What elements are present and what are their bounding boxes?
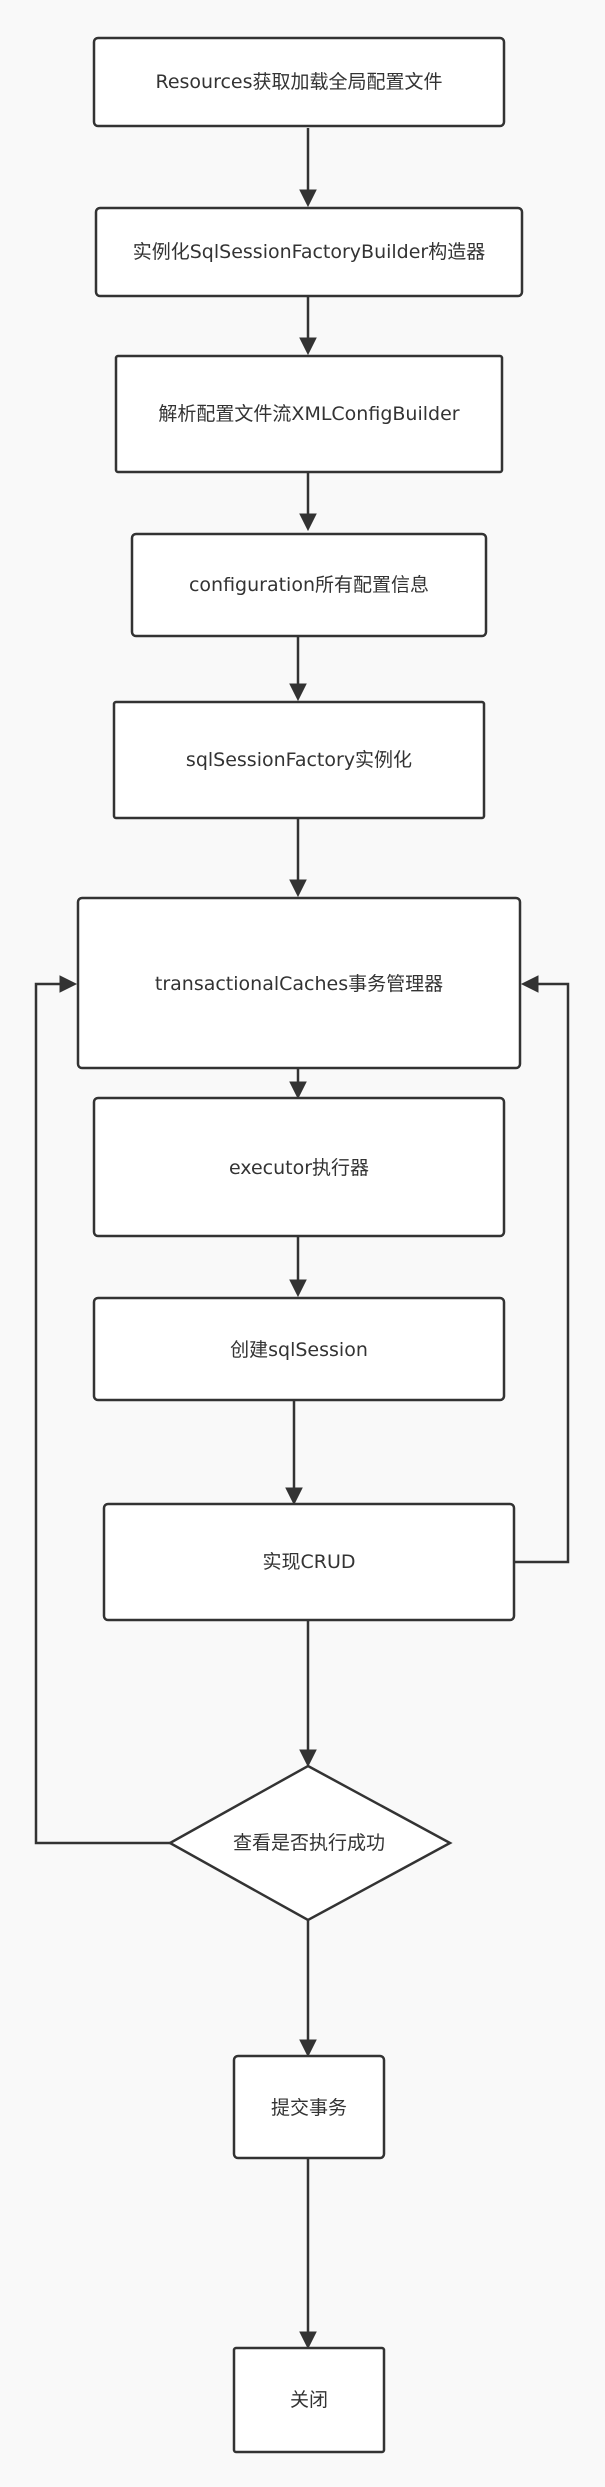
arrowhead-builder-to-parse: [299, 337, 317, 356]
node-configuration-label: configuration所有配置信息: [189, 574, 429, 596]
node-check-success: 查看是否执行成功: [167, 1764, 453, 1922]
arrowhead-commit-to-close: [299, 2331, 317, 2350]
node-create-session-label: 创建sqlSession: [230, 1339, 368, 1361]
node-close: 关闭: [232, 2346, 386, 2454]
arrowhead-session-to-crud: [285, 1487, 303, 1506]
node-parse-config-label: 解析配置文件流XMLConfigBuilder: [158, 403, 459, 425]
arrowhead-configuration-to-factory: [289, 683, 307, 702]
arrowhead-crud-loop-to-transaction: [520, 975, 539, 993]
node-transaction-manager-label: transactionalCaches事务管理器: [155, 973, 443, 995]
arrowhead-factory-to-transaction: [289, 879, 307, 898]
node-commit-label: 提交事务: [271, 2097, 347, 2119]
node-executor-label: executor执行器: [229, 1157, 369, 1179]
edge-check-loop-to-transaction: [34, 982, 170, 1845]
node-factory-instantiate: sqlSessionFactory实例化: [112, 700, 486, 820]
node-load-config-label: Resources获取加载全局配置文件: [155, 71, 442, 93]
arrowhead-transaction-to-executor: [289, 1081, 307, 1100]
arrowhead-check-loop-to-transaction: [59, 975, 78, 993]
node-create-session: 创建sqlSession: [92, 1296, 506, 1402]
node-parse-config: 解析配置文件流XMLConfigBuilder: [114, 354, 504, 474]
node-configuration: configuration所有配置信息: [130, 532, 488, 638]
arrowhead-crud-to-check: [299, 1749, 317, 1768]
arrowhead-check-to-commit: [299, 2039, 317, 2058]
node-factory-instantiate-label: sqlSessionFactory实例化: [186, 749, 412, 771]
arrowhead-load-to-builder: [299, 189, 317, 208]
node-instantiate-builder: 实例化SqlSessionFactoryBuilder构造器: [94, 206, 524, 298]
node-executor: executor执行器: [92, 1096, 506, 1238]
node-load-config: Resources获取加载全局配置文件: [92, 36, 506, 128]
arrowhead-parse-to-configuration: [299, 513, 317, 532]
node-instantiate-builder-label: 实例化SqlSessionFactoryBuilder构造器: [133, 241, 486, 263]
edge-crud-loop-to-transaction: [514, 982, 570, 1564]
arrowhead-executor-to-session: [289, 1279, 307, 1298]
node-check-success-label: 查看是否执行成功: [233, 1832, 385, 1854]
node-transaction-manager: transactionalCaches事务管理器: [76, 896, 522, 1070]
node-close-label: 关闭: [290, 2389, 328, 2411]
node-commit: 提交事务: [232, 2054, 386, 2160]
edges: [34, 128, 570, 2350]
node-crud: 实现CRUD: [102, 1502, 516, 1622]
node-crud-label: 实现CRUD: [262, 1551, 355, 1573]
